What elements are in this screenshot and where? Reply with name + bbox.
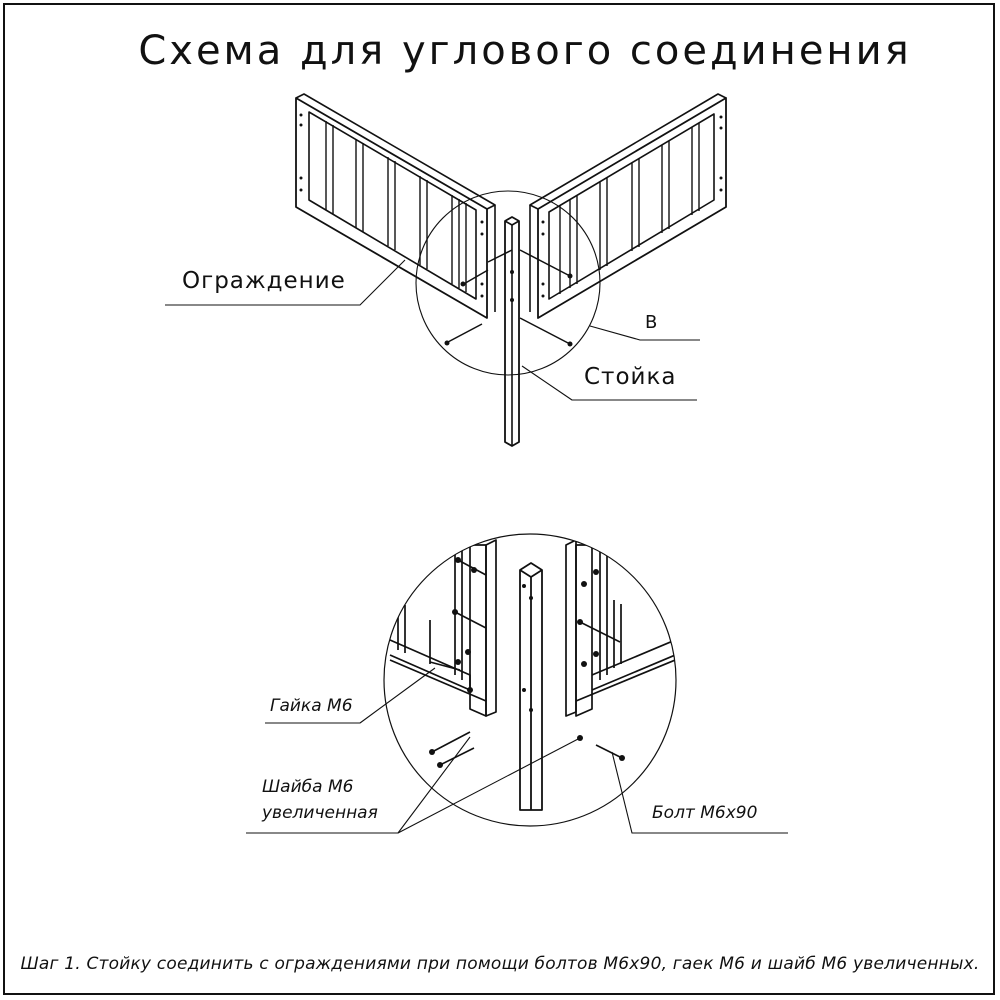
fence-label: Ограждение [182, 268, 346, 294]
detail-b-circle [415, 190, 601, 376]
right-fence-panel [529, 93, 727, 319]
nut-label: Гайка М6 [270, 696, 353, 716]
post-top-view [504, 216, 520, 447]
bolts-top-view [444, 249, 573, 347]
leader-lines-bottom [246, 667, 788, 834]
left-fence-panel [295, 93, 496, 319]
washer-label-line2: увеличенная [262, 803, 378, 823]
step-caption: Шаг 1. Стойку соединить с ограждениями п… [20, 954, 980, 974]
leader-lines-top [165, 259, 700, 401]
washer-label-line1: Шайба М6 [262, 777, 354, 797]
post-label: Стойка [584, 364, 677, 390]
detail-marker-label: В [645, 312, 658, 333]
drawing-frame [3, 3, 995, 995]
page-title: Схема для углового соединения [138, 28, 912, 74]
bolt-label: Болт М6х90 [652, 803, 758, 823]
detail-b-enlarged-circle [383, 533, 677, 827]
